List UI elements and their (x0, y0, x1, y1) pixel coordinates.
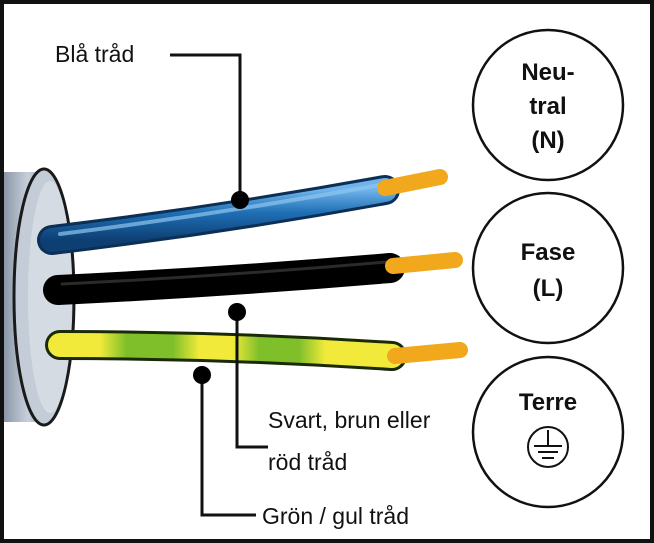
phase-line1: Fase (521, 239, 576, 266)
earth-wire (45, 330, 468, 371)
earth-wire-label: Grön / gul tråd (262, 503, 409, 529)
ground-symbol-icon (527, 426, 569, 468)
blue-wire-dot (231, 191, 249, 209)
earth-wire-copper-tip (387, 342, 468, 364)
earth-wire-dot (193, 366, 211, 384)
blue-wire-copper-tip (377, 169, 448, 196)
neutral-line1: Neu- (521, 59, 574, 86)
neutral-line2: tral (529, 93, 566, 120)
blue-wire-leader (170, 53, 242, 200)
neutral-circle: Neu- tral (N) (471, 28, 625, 182)
blue-wire (37, 169, 448, 255)
black-wire-label-line1: Svart, brun eller (268, 407, 431, 433)
black-wire-copper-tip (385, 252, 463, 274)
neutral-line3: (N) (531, 127, 564, 154)
black-wire-label-line2: röd tråd (268, 449, 347, 475)
earth-circle: Terre (471, 355, 625, 509)
black-wire (43, 252, 463, 305)
blue-wire-label: Blå tråd (55, 41, 134, 67)
black-wire-leader (235, 312, 268, 449)
earth-wire-leader (200, 375, 256, 517)
earth-line1: Terre (519, 389, 577, 416)
black-wire-dot (228, 303, 246, 321)
phase-circle: Fase (L) (471, 191, 625, 345)
phase-line2: (L) (533, 275, 564, 302)
leader-lines (170, 53, 268, 517)
